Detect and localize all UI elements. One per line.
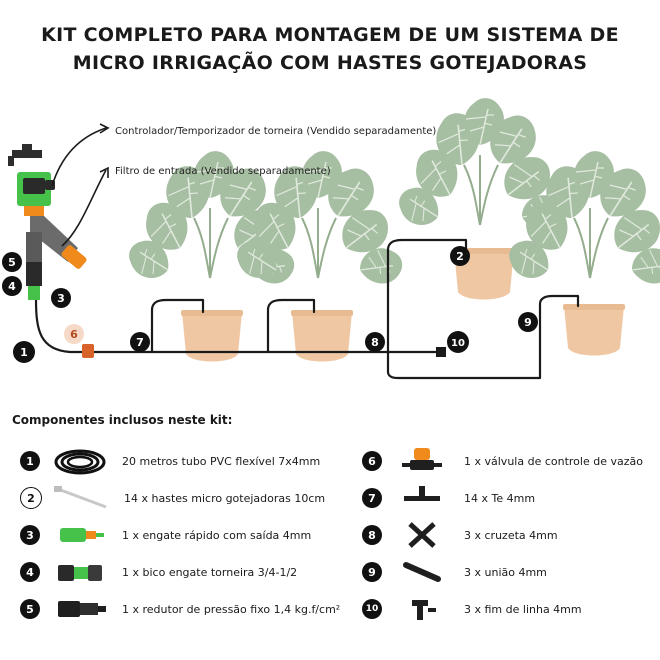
union-connector-icon (403, 562, 441, 582)
component-row-8: 8 3 x cruzeta 4mm (362, 520, 558, 550)
svg-text:5: 5 (8, 256, 16, 269)
irrigation-diagram: 1 2 3 4 5 6 7 8 9 10 (2, 0, 660, 380)
cross-connector-icon (408, 522, 436, 548)
component-number: 1 (20, 451, 40, 471)
svg-text:9: 9 (524, 316, 532, 329)
component-label: 1 x redutor de pressão fixo 1,4 kg.f/cm² (122, 602, 341, 616)
end-of-line-plug (436, 347, 446, 357)
callout-controller: Controlador/Temporizador de torneira (Ve… (115, 126, 437, 137)
component-label: 1 x engate rápido com saída 4mm (122, 528, 312, 542)
pressure-reducer-icon (58, 601, 106, 617)
marker-10: 10 (447, 331, 469, 353)
component-number: 2 (20, 487, 42, 509)
marker-9: 9 (518, 312, 538, 332)
component-label: 3 x fim de linha 4mm (464, 602, 582, 616)
callout-filter: Filtro de entrada (Vendido separadamente… (115, 166, 331, 177)
svg-text:7: 7 (136, 336, 144, 349)
faucet-adapter-icon (58, 565, 102, 581)
component-row-9: 9 3 x união 4mm (362, 557, 547, 587)
components-heading: Componentes inclusos neste kit: (12, 413, 233, 427)
component-label: 1 x bico engate torneira 3/4-1/2 (122, 565, 298, 579)
component-label: 14 x Te 4mm (464, 491, 536, 505)
drip-stake-icon (54, 486, 107, 509)
component-number: 3 (20, 525, 40, 545)
component-number: 7 (362, 488, 382, 508)
callout-arrows (51, 123, 110, 247)
svg-text:6: 6 (70, 328, 78, 341)
component-number: 6 (362, 451, 382, 471)
flow-valve-on-line (82, 344, 94, 358)
marker-6: 6 (64, 324, 84, 344)
svg-text:2: 2 (456, 250, 464, 263)
component-number: 10 (362, 599, 382, 619)
component-label: 14 x hastes micro gotejadoras 10cm (124, 491, 326, 505)
title-line-2: MICRO IRRIGAÇÃO COM HASTES GOTEJADORAS (72, 52, 588, 74)
component-label: 3 x cruzeta 4mm (464, 528, 558, 542)
svg-text:1: 1 (20, 346, 28, 359)
component-row-7: 7 14 x Te 4mm (362, 483, 535, 513)
marker-3: 3 (51, 288, 71, 308)
marker-2: 2 (450, 246, 470, 266)
component-number: 4 (20, 562, 40, 582)
marker-4: 4 (2, 276, 22, 296)
component-row-5: 5 1 x redutor de pressão fixo 1,4 kg.f/c… (20, 594, 340, 624)
marker-5: 5 (2, 252, 22, 272)
component-row-2: 2 14 x hastes micro gotejadoras 10cm (20, 483, 325, 513)
component-number: 9 (362, 562, 382, 582)
marker-7: 7 (130, 332, 150, 352)
component-label: 20 metros tubo PVC flexível 7x4mm (122, 454, 321, 468)
component-number: 8 (362, 525, 382, 545)
tube-network (34, 238, 580, 380)
title-line-1: KIT COMPLETO PARA MONTAGEM DE UM SISTEMA… (41, 24, 619, 46)
component-row-1: 1 20 metros tubo PVC flexível 7x4mm (20, 446, 320, 476)
svg-text:4: 4 (8, 280, 16, 293)
component-row-6: 6 1 x válvula de controle de vazão (362, 446, 643, 476)
component-label: 1 x válvula de controle de vazão (464, 454, 643, 468)
component-number: 5 (20, 599, 40, 619)
component-row-10: 10 3 x fim de linha 4mm (362, 594, 582, 624)
tube-coil-icon (54, 449, 106, 475)
marker-8: 8 (365, 332, 385, 352)
marker-1: 1 (13, 341, 35, 363)
svg-text:10: 10 (451, 338, 465, 349)
svg-text:3: 3 (57, 292, 65, 305)
end-plug-icon (412, 600, 436, 620)
component-label: 3 x união 4mm (464, 565, 547, 579)
flow-valve-icon (402, 448, 442, 470)
component-row-4: 4 1 x bico engate torneira 3/4-1/2 (20, 557, 297, 587)
tee-connector-icon (404, 486, 440, 501)
component-row-3: 3 1 x engate rápido com saída 4mm (20, 520, 311, 550)
quick-connector-icon (60, 528, 104, 542)
svg-text:8: 8 (371, 336, 379, 349)
faucet-assembly (8, 144, 87, 300)
